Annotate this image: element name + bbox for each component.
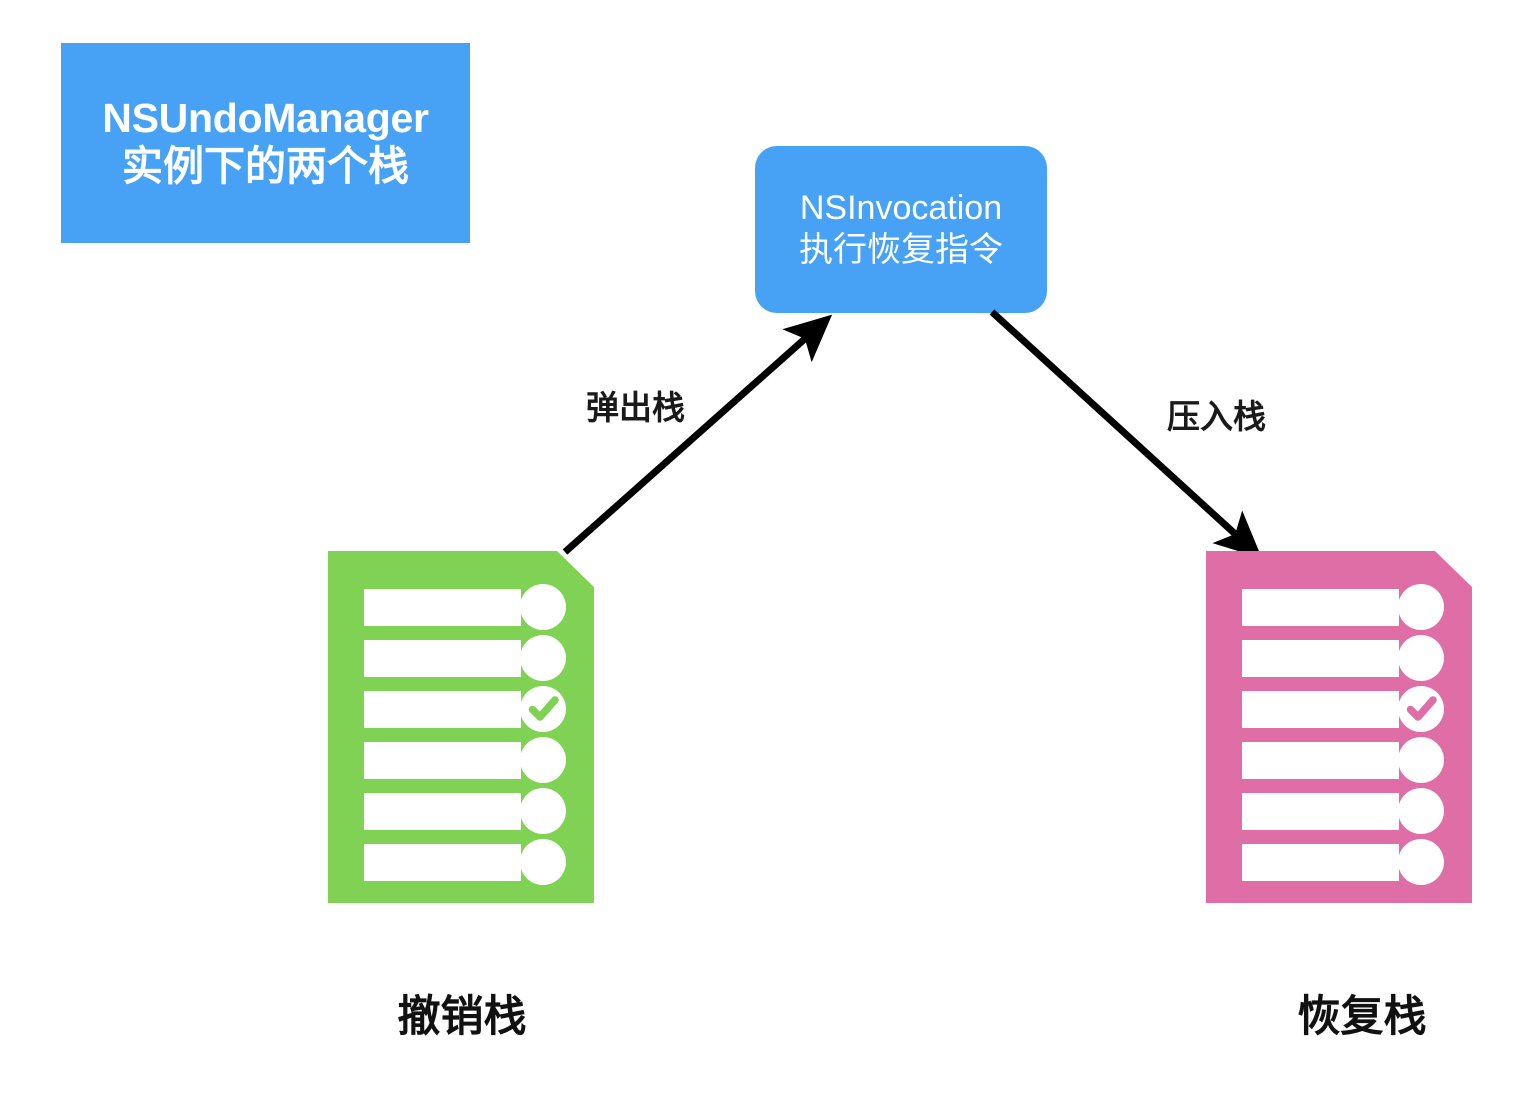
center-node-line-secondary: 执行恢复指令 — [799, 230, 1003, 269]
check-icon — [1406, 696, 1437, 721]
redo-row-bar — [1242, 793, 1399, 830]
redo-row-bar — [1242, 640, 1399, 677]
redo-row-bar — [1242, 589, 1399, 626]
redo-row-dot — [1398, 584, 1444, 630]
undo-row-dot — [520, 788, 566, 834]
undo-row-bar — [364, 589, 521, 626]
check-icon — [528, 696, 559, 721]
undo-row-bar — [364, 844, 521, 881]
redo-row-dot — [1398, 788, 1444, 834]
redo-row-bar — [1242, 742, 1399, 779]
undo-row-bar — [364, 640, 521, 677]
undo-stack-caption: 撤销栈 — [397, 993, 527, 1041]
redo-row-dot — [1398, 839, 1444, 885]
undo-row-bar — [364, 691, 521, 728]
center-node-line-primary: NSInvocation — [799, 188, 1003, 227]
undo-row-bar — [364, 793, 521, 830]
undo-row-dot — [520, 584, 566, 630]
redo-stack-caption: 恢复栈 — [1297, 993, 1427, 1041]
edge-label-push: 压入栈 — [1167, 398, 1266, 435]
redo-row-dot — [1398, 737, 1444, 783]
center-node-nsinvocation: NSInvocation 执行恢复指令 — [755, 146, 1047, 313]
title-line-secondary: 实例下的两个栈 — [122, 142, 409, 189]
edge-label-pop: 弹出栈 — [586, 389, 685, 426]
undo-row-bar — [364, 742, 521, 779]
title-line-primary: NSUndoManager — [102, 94, 429, 141]
undo-stack-card — [328, 551, 594, 903]
redo-stack-card — [1206, 551, 1472, 903]
title-box: NSUndoManager 实例下的两个栈 — [61, 43, 470, 243]
undo-row-dot — [520, 737, 566, 783]
undo-row-dot — [520, 839, 566, 885]
arrow-pop — [562, 314, 833, 555]
undo-row-dot — [520, 635, 566, 681]
redo-row-dot — [1398, 635, 1444, 681]
redo-row-bar — [1242, 691, 1399, 728]
redo-row-bar — [1242, 844, 1399, 881]
